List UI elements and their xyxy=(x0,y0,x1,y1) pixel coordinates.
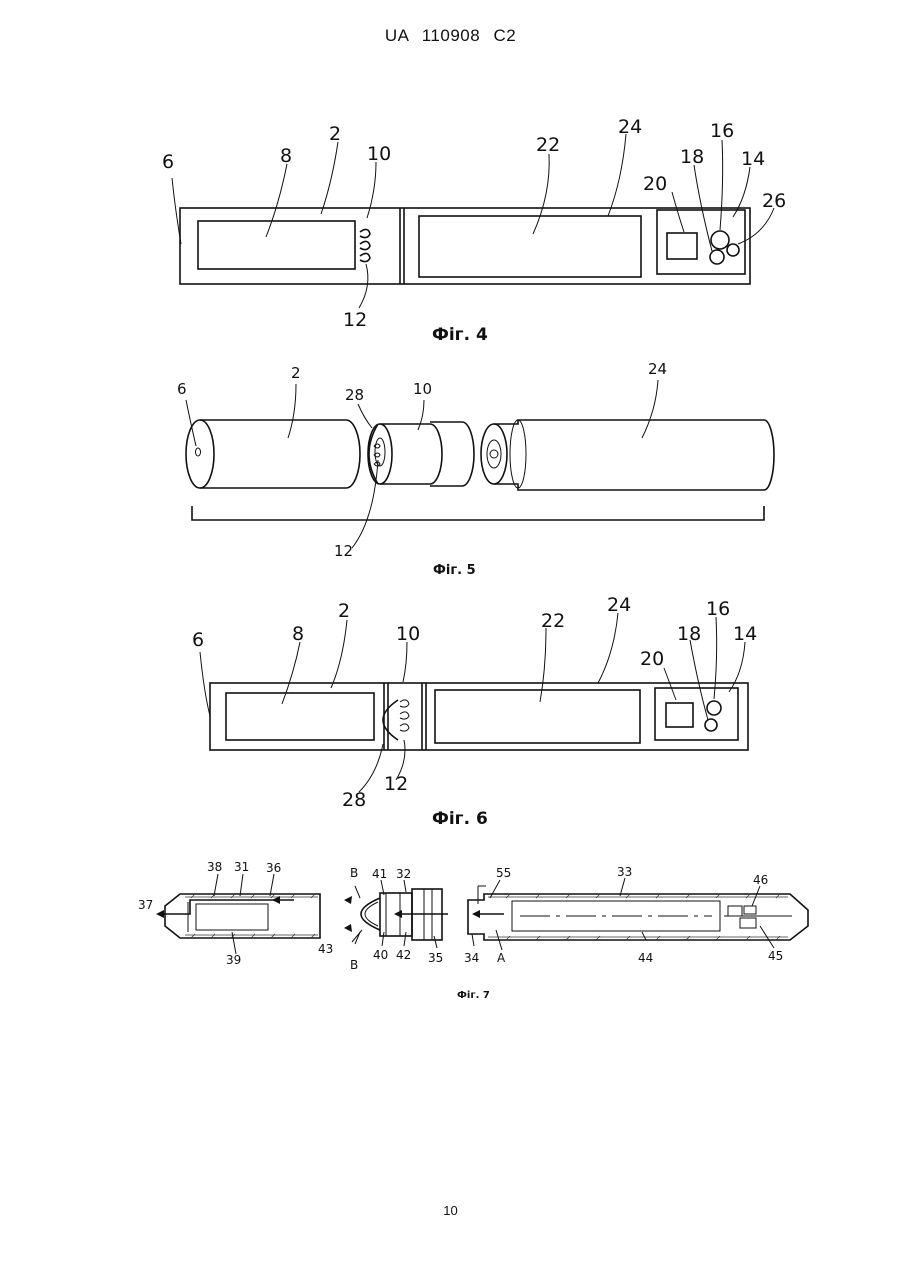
fig4-liquid-store xyxy=(198,221,355,269)
fig7-label-44: 44 xyxy=(638,951,653,965)
fig7-label-46: 46 xyxy=(753,873,768,887)
fig7-label-34: 34 xyxy=(464,951,479,965)
fig6-liquid-store xyxy=(226,693,374,740)
fig5-label-2: 2 xyxy=(291,364,301,382)
fig7-label-39: 39 xyxy=(226,953,241,967)
fig7-label-40: 40 xyxy=(373,948,388,962)
fig5-battery-shoulder xyxy=(510,420,526,488)
fig6-caption: Фіг. 6 xyxy=(432,809,488,829)
fig4-element-26 xyxy=(727,244,739,256)
fig4-label-16: 16 xyxy=(710,120,734,142)
fig5-battery-connector xyxy=(481,424,507,484)
fig4-label-24: 24 xyxy=(618,116,642,138)
fig4-label-6: 6 xyxy=(162,151,174,173)
fig5-connector-ring xyxy=(487,440,501,468)
fig7-arrow-b-bottom xyxy=(344,924,352,932)
fig7-label-55: 55 xyxy=(496,866,511,880)
fig4-label-20: 20 xyxy=(643,173,667,195)
fig6-label-20: 20 xyxy=(640,648,664,670)
fig4-controller xyxy=(667,233,697,259)
fig6-mouthpiece-dome xyxy=(383,700,398,740)
fig5-label-6: 6 xyxy=(177,380,187,398)
fig7-label-36: 36 xyxy=(266,861,281,875)
fig7-label-b-top: B xyxy=(350,866,358,880)
fig4-label-22: 22 xyxy=(536,134,560,156)
fig6-label-18: 18 xyxy=(677,623,701,645)
figure-4: 6 8 2 10 12 22 24 20 18 16 14 26 Фіг. 4 xyxy=(162,116,786,345)
fig4-label-14: 14 xyxy=(741,148,765,170)
fig5-atomizer-front xyxy=(368,424,392,484)
fig7-caption: Фіг. 7 xyxy=(457,990,490,1001)
fig4-caption: Фіг. 4 xyxy=(432,325,488,345)
fig6-battery xyxy=(435,690,640,743)
fig7-label-41: 41 xyxy=(372,867,387,881)
fig6-label-6: 6 xyxy=(192,629,204,651)
fig7-reservoir xyxy=(196,904,268,930)
fig7-circuit-part-b xyxy=(744,906,756,914)
fig5-caption: Фіг. 5 xyxy=(433,563,476,578)
fig7-label-33: 33 xyxy=(617,865,632,879)
fig4-label-12: 12 xyxy=(343,309,367,331)
figure-5: 6 2 28 10 24 12 Фіг. 5 xyxy=(177,360,774,578)
fig6-label-10: 10 xyxy=(396,623,420,645)
fig6-label-16: 16 xyxy=(706,598,730,620)
fig5-connector-pin xyxy=(490,450,498,458)
fig7-label-35: 35 xyxy=(428,951,443,965)
fig5-label-12: 12 xyxy=(334,542,353,560)
fig4-device-outline xyxy=(180,208,750,284)
fig7-label-45: 45 xyxy=(768,949,783,963)
fig4-battery xyxy=(419,216,641,277)
fig4-sensor xyxy=(711,231,729,249)
fig6-label-28: 28 xyxy=(342,789,366,811)
fig6-label-2: 2 xyxy=(338,600,350,622)
fig5-battery-body xyxy=(494,420,774,490)
fig4-label-8: 8 xyxy=(280,145,292,167)
fig6-label-12: 12 xyxy=(384,773,408,795)
fig7-circuit-part-a xyxy=(728,906,742,916)
fig7-airflow-37 xyxy=(160,900,294,914)
figure-7: 38 31 36 37 39 B 41 32 43 B 40 42 35 55 … xyxy=(138,860,808,1001)
fig5-label-24: 24 xyxy=(648,360,667,378)
fig6-label-24: 24 xyxy=(607,594,631,616)
fig4-label-10: 10 xyxy=(367,143,391,165)
fig4-label-26: 26 xyxy=(762,190,786,212)
page-number: 10 xyxy=(0,1203,901,1218)
fig6-label-22: 22 xyxy=(541,610,565,632)
fig7-label-b-bottom: B xyxy=(350,958,358,972)
fig7-label-38: 38 xyxy=(207,860,222,874)
fig5-cartridge-body xyxy=(200,420,360,488)
fig7-label-a: A xyxy=(497,951,506,965)
fig7-circuit-part-c xyxy=(740,918,756,928)
fig5-atomizer-collar xyxy=(430,422,474,486)
fig5-assembly-bracket xyxy=(192,506,764,520)
fig4-electronics-box xyxy=(657,210,745,274)
fig7-label-37: 37 xyxy=(138,898,153,912)
fig4-label-18: 18 xyxy=(680,146,704,168)
fig7-label-42: 42 xyxy=(396,948,411,962)
fig4-led xyxy=(710,250,724,264)
fig5-label-10: 10 xyxy=(413,380,432,398)
fig7-label-31: 31 xyxy=(234,860,249,874)
fig6-electronics-box xyxy=(655,688,738,740)
fig7-label-32: 32 xyxy=(396,867,411,881)
fig6-led xyxy=(705,719,717,731)
fig6-label-8: 8 xyxy=(292,623,304,645)
fig7-label-43: 43 xyxy=(318,942,333,956)
fig7-arrow-b-top xyxy=(344,896,352,904)
fig4-heater-coil xyxy=(360,229,370,261)
fig5-label-28: 28 xyxy=(345,386,364,404)
fig5-air-inlet xyxy=(196,448,201,456)
figure-6: 6 8 2 10 22 24 20 18 16 14 28 12 Фіг. 6 xyxy=(192,594,757,829)
fig7-arrow-37 xyxy=(156,910,164,918)
fig6-controller xyxy=(666,703,693,727)
fig6-label-14: 14 xyxy=(733,623,757,645)
fig6-sensor xyxy=(707,701,721,715)
fig4-label-2: 2 xyxy=(329,123,341,145)
fig6-heater-coil xyxy=(400,700,409,731)
